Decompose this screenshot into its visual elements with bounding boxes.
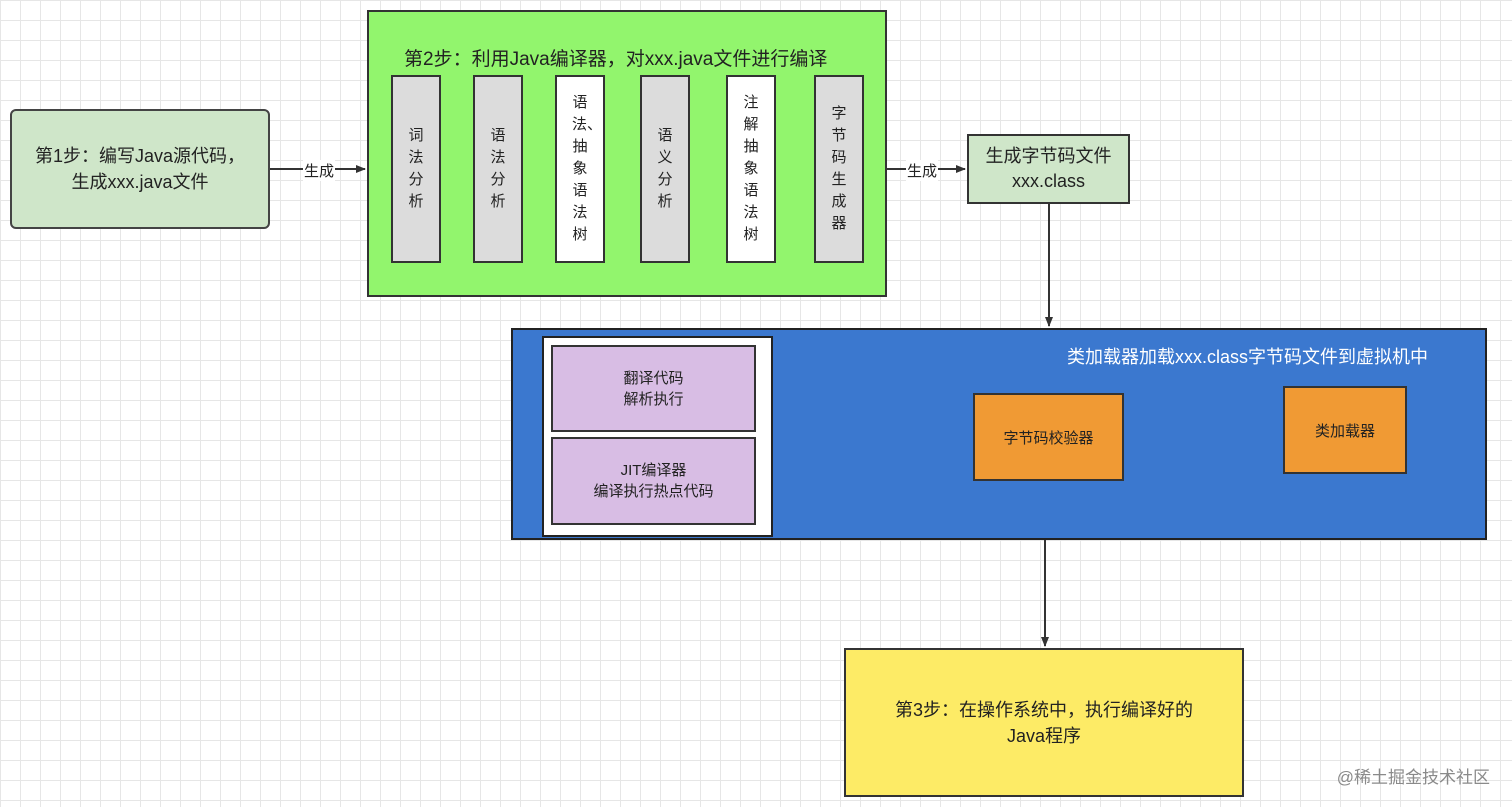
- phase-syntax-analysis: 语法分析: [473, 75, 523, 263]
- class-loader-box: 类加载器: [1283, 386, 1407, 474]
- interpreter-box: 翻译代码 解析执行: [551, 345, 756, 432]
- jit-line2: 编译执行热点代码: [593, 483, 714, 500]
- compiler-title: 第2步：利用Java编译器，对xxx.java文件进行编译: [404, 49, 828, 70]
- class-file-line2: xxx.class: [1011, 171, 1085, 191]
- edge-label-generate-1: 生成: [303, 160, 336, 181]
- bytecode-verifier-box: 字节码校验器: [973, 393, 1124, 481]
- step1-line1: 第1步：编写Java源代码，: [34, 146, 246, 166]
- jit-line1: JIT编译器: [620, 462, 687, 479]
- compiler-area: [367, 10, 887, 297]
- step3-line2: Java程序: [1006, 725, 1081, 746]
- interpreter-line1: 翻译代码: [623, 369, 684, 387]
- step3-line1: 第3步：在操作系统中，执行编译好的: [894, 699, 1193, 720]
- phase-syntax-tree: 语法、抽象语法树: [555, 75, 605, 263]
- edge-label-generate-2: 生成: [906, 160, 939, 181]
- class-file-box: 生成字节码文件 xxx.class: [967, 134, 1130, 204]
- interpreter-line2: 解析执行: [623, 390, 684, 408]
- class-file-line1: 生成字节码文件: [985, 146, 1112, 166]
- step3-execute-box: 第3步：在操作系统中，执行编译好的 Java程序: [844, 648, 1244, 797]
- phase-annotated-syntax-tree: 注解抽象语法树: [726, 75, 776, 263]
- jvm-title: 类加载器加载xxx.class字节码文件到虚拟机中: [1067, 347, 1429, 367]
- jit-compiler-box: JIT编译器 编译执行热点代码: [551, 437, 756, 525]
- phase-semantic-analysis: 语义分析: [640, 75, 690, 263]
- phase-lexical-analysis: 词法分析: [391, 75, 441, 263]
- step1-write-source-box: 第1步：编写Java源代码， 生成xxx.java文件: [10, 109, 270, 229]
- phase-bytecode-generator: 字节码生成器: [814, 75, 864, 263]
- step1-line2: 生成xxx.java文件: [71, 172, 209, 192]
- watermark: @稀土掘金技术社区: [1336, 768, 1490, 787]
